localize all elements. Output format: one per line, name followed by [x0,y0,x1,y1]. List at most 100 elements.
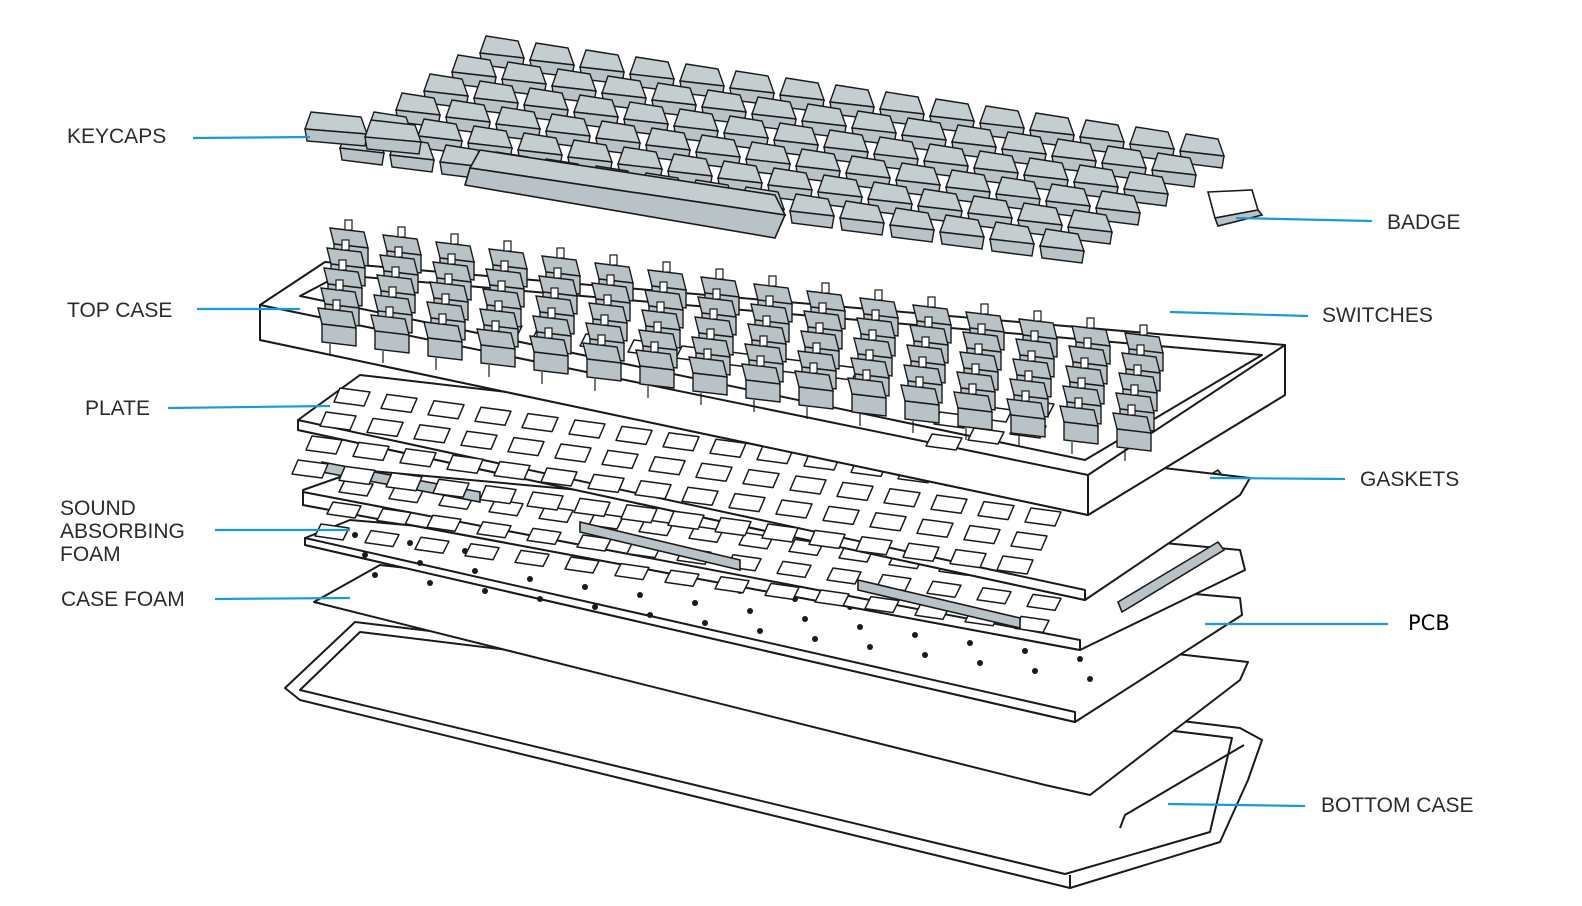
plate-switch-cutout [634,480,672,500]
foam-cutout [776,560,812,579]
plate-leader [167,404,331,410]
switch [900,376,940,433]
pcb-mounting-hole [747,608,753,614]
plate-switch-cutout [521,412,559,433]
plate-switch-cutout [573,497,611,518]
pcb-mounting-hole [1087,676,1093,682]
plate-switch-cutout [808,529,846,550]
plate-switch-cutout [662,432,700,452]
pcb-mounting-hole [1077,656,1083,662]
plate-switch-cutout [479,484,517,505]
gaskets-leader [1209,476,1346,481]
plate-switch-cutout [836,481,874,502]
case-foam-label: CASE FOAM [61,588,185,611]
foam-cutout [314,523,350,541]
bottom-case-label: BOTTOM CASE [1321,794,1474,817]
foam-cutout [664,569,700,587]
leader-lines [167,135,1388,808]
plate-label: PLATE [85,397,150,420]
switch [953,383,993,440]
plate-switch-cutout [319,411,357,431]
pcb-mounting-hole [702,620,708,626]
switch [370,306,410,363]
pcb-mounting-hole [407,540,413,546]
keycap [939,214,986,250]
foam-cutout [814,589,850,607]
switch [535,287,575,344]
switch [582,334,622,391]
case-cutout [925,433,963,451]
pcb-mounting-hole [867,644,873,650]
plate [291,374,1251,601]
pcb-mounting-hole [537,596,543,602]
keycap [789,193,836,229]
pcb-mounting-hole [472,568,478,574]
plate-switch-cutout [648,456,686,476]
keycap [889,207,936,243]
plate-switch-cutout [916,518,954,538]
sound-absorbing-foam-label-line2: ABSORBING [60,520,185,543]
switch [423,313,463,370]
spacebar-keycap [463,149,787,239]
case-cutout [967,427,1005,445]
plate-switch-cutout [728,492,766,513]
plate-switch-cutout [883,488,921,508]
plate-switch-cutout [385,472,423,492]
plate-switch-cutout [446,454,484,474]
plate-switch-cutout [709,438,747,458]
foam-cutout [926,580,962,598]
pcb-mounting-hole [692,600,698,606]
plate-switch-cutout [930,494,968,514]
plate-switch-cutout [667,510,705,530]
keycaps-leader [192,135,311,140]
foam-cutout [326,501,362,519]
plate-switch-cutout [366,417,404,438]
switch [1059,397,1099,454]
pcb-mounting-hole [977,660,983,666]
plate-switch-cutout [1010,531,1048,551]
foam-cutout [426,514,462,532]
switches-group [317,219,1164,461]
pcb-mounting-hole [857,624,863,630]
plate-switch-cutout [333,387,371,407]
switches-leader [1169,310,1309,318]
sound-absorbing-foam-label-line1: SOUND [60,497,136,520]
switch [476,320,516,377]
foam-cutout [538,505,574,524]
plate-switch-cutout [681,486,719,506]
keycaps-group [304,35,1226,264]
plate-switch-cutout [493,460,531,481]
plate-switch-cutout [963,524,1001,545]
foam-cutout [614,562,650,581]
plate-switch-cutout [305,435,343,455]
plate-switch-cutout [996,555,1034,575]
foam-cutout [1026,593,1062,612]
pcb-mounting-hole [912,632,918,638]
plate-switch-cutout [615,425,653,446]
switch [794,362,834,419]
plate-switch-cutout [413,424,451,444]
plate-switch-cutout [761,523,799,543]
pcb-mounting-hole [647,612,653,618]
plate-switch-cutout [742,468,780,489]
plate-switch-cutout [695,462,733,482]
plate-switch-cutout [855,536,893,556]
plate-switch-cutout [902,542,940,562]
switch [1112,404,1152,461]
plate-switch-cutout [1024,507,1062,527]
switch [529,327,569,384]
pcb-mounting-hole [802,616,808,622]
foam-cutout [638,518,674,537]
pcb-mounting-hole [582,584,588,590]
switch [635,341,675,398]
foam-cutout [588,512,624,530]
plate-switch-cutout [291,459,329,479]
pcb-mounting-hole [427,580,433,586]
plate-switch-cutout [474,406,512,426]
plate-switch-cutout [526,491,564,511]
plate-switch-cutout [432,478,470,498]
pcb-mounting-hole [757,628,763,634]
sound-absorbing-foam-label-line3: FOAM [60,543,121,566]
plate-switch-cutout [775,499,813,519]
foam-cutout [414,536,450,554]
